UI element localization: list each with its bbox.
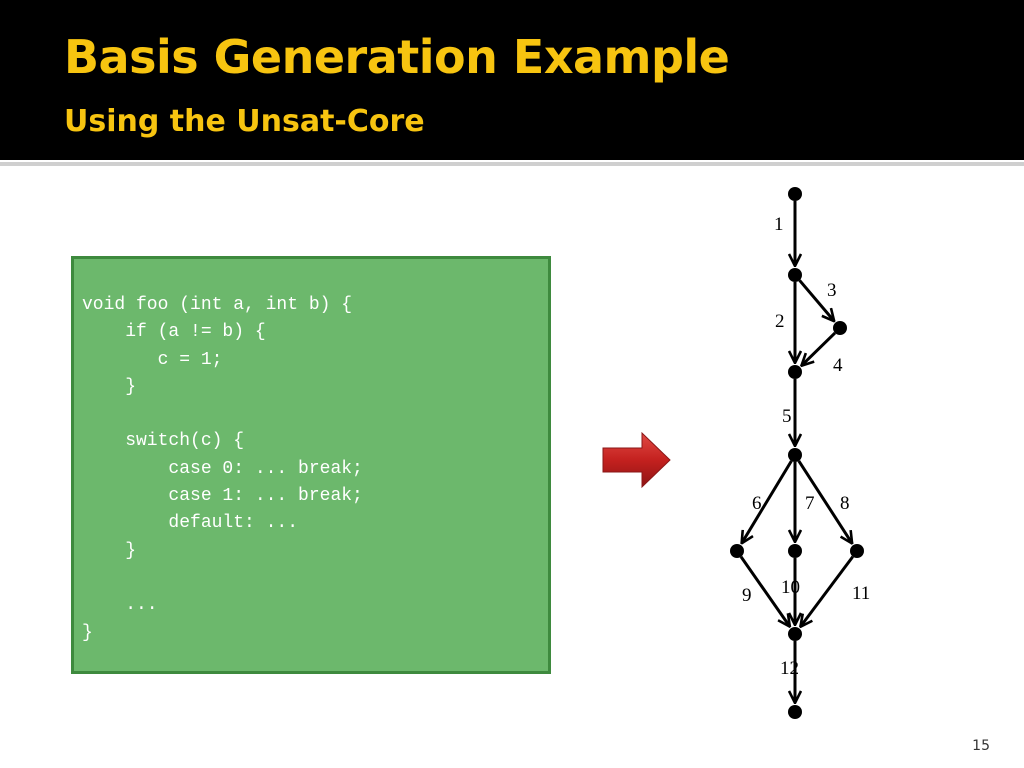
slide-title: Basis Generation Example <box>64 30 730 84</box>
code-line: } <box>82 622 93 643</box>
edge-label: 10 <box>781 577 800 598</box>
code-line: if (a != b) { <box>82 322 266 343</box>
graph-edge-8 <box>797 460 852 544</box>
graph-node <box>788 365 802 379</box>
graph-node <box>788 705 802 719</box>
edge-label: 1 <box>774 214 784 235</box>
code-block: void foo (int a, int b) { if (a != b) { … <box>71 256 551 674</box>
title-bar: Basis Generation Example Using the Unsat… <box>0 0 1024 160</box>
edge-label: 7 <box>805 493 815 514</box>
graph-node <box>850 544 864 558</box>
graph-edge-6 <box>742 460 793 543</box>
graph-edge-9 <box>739 555 790 627</box>
edge-label: 2 <box>775 311 785 332</box>
code-lines: void foo (int a, int b) { if (a != b) { … <box>82 292 363 647</box>
code-line: case 1: ... break; <box>82 486 363 507</box>
edge-label: 4 <box>833 355 843 376</box>
graph-edge-11 <box>800 555 855 627</box>
edge-label: 9 <box>742 585 752 606</box>
graph-node <box>788 544 802 558</box>
graph-node <box>788 448 802 462</box>
edge-label: 12 <box>780 658 799 679</box>
graph-node <box>730 544 744 558</box>
code-line: case 0: ... break; <box>82 458 363 479</box>
page-number: 15 <box>972 738 990 754</box>
edge-label: 8 <box>840 493 850 514</box>
code-line <box>82 565 363 592</box>
graph-node <box>788 187 802 201</box>
code-line: } <box>82 540 137 561</box>
right-arrow-icon <box>600 430 674 494</box>
graph-node <box>788 268 802 282</box>
edge-label: 11 <box>852 583 870 604</box>
graph-edge-4 <box>801 331 837 366</box>
graph-node <box>788 627 802 641</box>
code-line <box>82 401 363 428</box>
slide-subtitle: Using the Unsat-Core <box>64 104 425 139</box>
code-line: default: ... <box>82 513 299 534</box>
code-line: c = 1; <box>82 349 223 370</box>
edge-label: 6 <box>752 493 762 514</box>
code-line: } <box>82 376 137 397</box>
code-line: switch(c) { <box>82 431 245 452</box>
graph-edge-3 <box>798 279 835 321</box>
header-divider <box>0 162 1024 166</box>
code-line: ... <box>82 595 158 616</box>
graph-node <box>833 321 847 335</box>
edge-label: 5 <box>782 406 792 427</box>
edge-label: 3 <box>827 280 837 301</box>
code-line: void foo (int a, int b) { <box>82 295 353 315</box>
